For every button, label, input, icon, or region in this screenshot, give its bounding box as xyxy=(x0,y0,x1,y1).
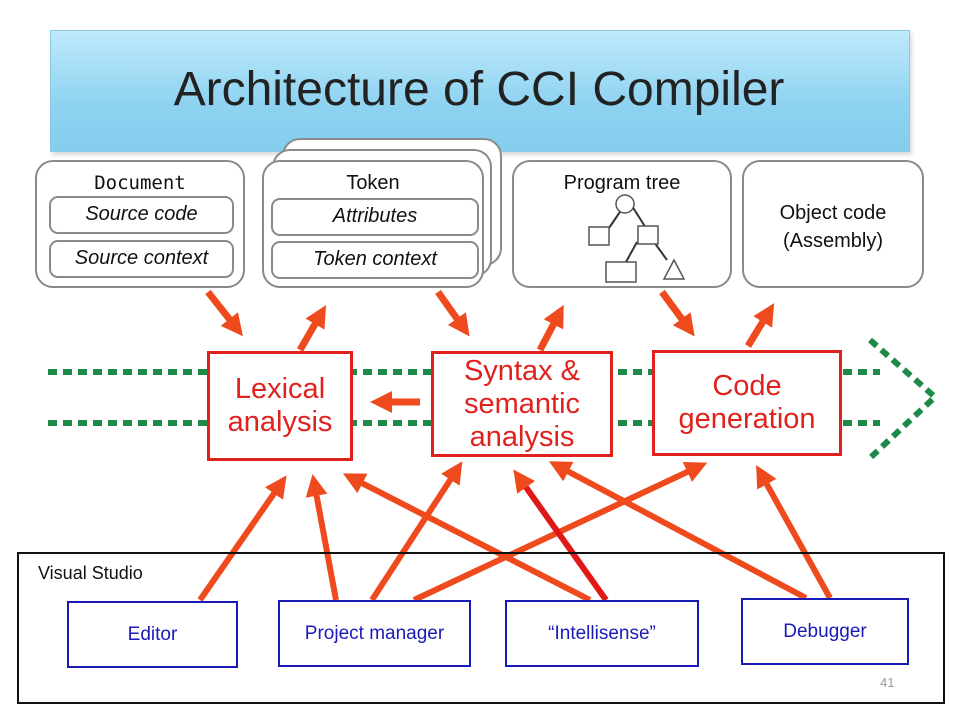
arrow-intellisense-to-lexical xyxy=(342,473,592,603)
visual-studio-frame xyxy=(17,552,945,704)
object-code-line1: Object code xyxy=(779,202,887,224)
token-card: Token Attributes Token context xyxy=(262,160,484,288)
arrow-pm-to-lexical xyxy=(305,474,339,601)
arrow-document-to-lexical xyxy=(205,289,243,337)
token-context-pill: Token context xyxy=(271,241,479,279)
codegen-line2: generation xyxy=(678,403,816,435)
program-tree-card: Program tree xyxy=(512,160,732,288)
token-label: Token xyxy=(346,172,400,194)
code-generation-box: Code generation xyxy=(652,350,842,456)
page-title: Architecture of CCI Compiler xyxy=(173,63,785,116)
arrow-debugger-to-codegen xyxy=(756,465,833,600)
arrow-lexical-to-token xyxy=(296,305,327,352)
object-code-card: Object code (Assembly) xyxy=(742,160,924,288)
arrow-pm-to-syntax xyxy=(369,461,463,602)
document-label: Document xyxy=(94,172,186,194)
syntax-semantic-box: Syntax & semantic analysis xyxy=(431,351,613,457)
arrow-codegen-to-object xyxy=(745,303,775,348)
arrow-intellisense-to-syntax xyxy=(513,469,609,602)
intellisense-box: “Intellisense” xyxy=(505,600,699,667)
arrow-debugger-to-syntax xyxy=(548,461,808,601)
lexical-analysis-box: Lexical analysis xyxy=(207,351,353,461)
project-manager-box: Project manager xyxy=(278,600,471,667)
arrow-syntax-to-tree xyxy=(536,304,564,352)
arrow-token-to-syntax xyxy=(435,289,470,337)
syntax-line1: Syntax & xyxy=(463,354,581,387)
editor-box: Editor xyxy=(67,601,238,668)
syntax-line3: analysis xyxy=(469,420,575,453)
arrow-tree-to-codegen xyxy=(659,289,695,337)
visual-studio-label: Visual Studio xyxy=(38,563,143,583)
source-context-pill: Source context xyxy=(49,240,234,278)
arrow-editor-to-lexical xyxy=(197,475,287,602)
lexical-line2: analysis xyxy=(227,406,333,438)
title-banner xyxy=(50,30,910,152)
debugger-box: Debugger xyxy=(741,598,909,665)
object-code-line2: (Assembly) xyxy=(782,230,883,252)
tree-icon xyxy=(588,194,686,283)
codegen-line1: Code xyxy=(712,370,782,402)
lexical-line1: Lexical xyxy=(234,373,326,405)
attributes-pill: Attributes xyxy=(271,198,479,236)
program-tree-label: Program tree xyxy=(563,172,681,194)
document-card: Document Source code Source context xyxy=(35,160,245,288)
page-number: 41 xyxy=(880,675,895,690)
source-code-pill: Source code xyxy=(49,196,234,234)
syntax-line2: semantic xyxy=(463,387,581,420)
